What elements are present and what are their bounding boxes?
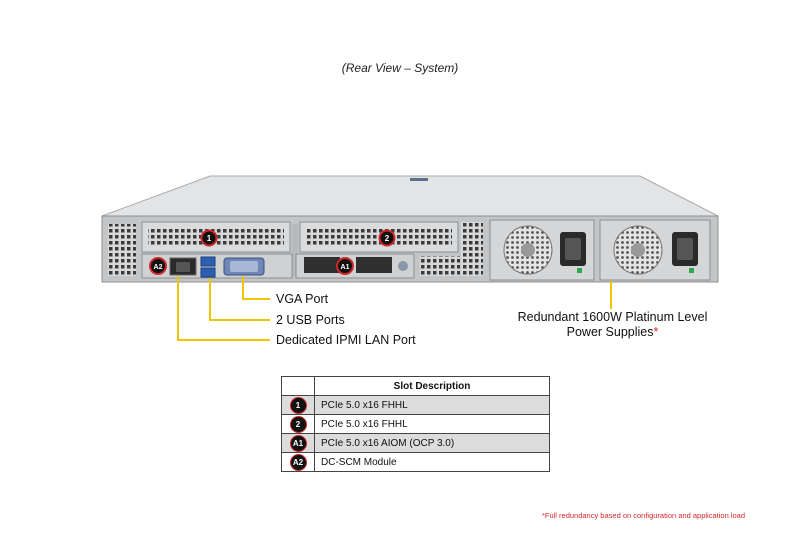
footnote: *Full redundancy based on configuration … — [541, 511, 745, 520]
left-vent — [108, 224, 136, 276]
row-badge: 1 — [289, 396, 307, 414]
table-row: 2 PCIe 5.0 x16 FHHL — [281, 414, 550, 434]
slot-description-table: Slot Description 1 PCIe 5.0 x16 FHHL 2 P… — [281, 376, 550, 472]
svg-text:A1: A1 — [341, 264, 350, 271]
slot-badge-2: 2 — [378, 229, 396, 247]
psu-label-line2: Power Supplies* — [566, 325, 659, 339]
callout-lines — [177, 276, 612, 341]
row-badge: A1 — [289, 434, 307, 452]
slot-badge-1: 1 — [200, 229, 218, 247]
row-description: PCIe 5.0 x16 FHHL — [314, 395, 550, 415]
callout-vga-port: VGA Port — [276, 292, 329, 306]
table-row: A1 PCIe 5.0 x16 AIOM (OCP 3.0) — [281, 433, 550, 453]
row-badge: A2 — [289, 453, 307, 471]
row-badge: 2 — [289, 415, 307, 433]
row-description: DC-SCM Module — [314, 452, 550, 472]
callout-power-supplies: Redundant 1600W Platinum Level Power Sup… — [500, 310, 725, 340]
table-header-blank — [281, 376, 315, 396]
table-row: 1 PCIe 5.0 x16 FHHL — [281, 395, 550, 415]
slot-badge-a1: A1 — [336, 257, 354, 275]
table-header: Slot Description — [314, 376, 550, 396]
chassis-top-lid — [101, 175, 719, 217]
table-header-row: Slot Description — [281, 376, 550, 396]
row-description: PCIe 5.0 x16 FHHL — [314, 414, 550, 434]
svg-text:1: 1 — [207, 234, 212, 243]
table-row: A2 DC-SCM Module — [281, 452, 550, 472]
row-description: PCIe 5.0 x16 AIOM (OCP 3.0) — [314, 433, 550, 453]
svg-text:A2: A2 — [154, 264, 163, 271]
callout-ipmi-lan-port: Dedicated IPMI LAN Port — [276, 333, 416, 347]
callout-usb-ports: 2 USB Ports — [276, 313, 345, 327]
psu-asterisk: * — [653, 325, 659, 339]
psu-label-line1: Redundant 1600W Platinum Level — [517, 310, 708, 324]
usb-port-top — [200, 256, 216, 267]
slot-badge-a2: A2 — [149, 257, 167, 275]
caption: (Rear View – System) — [341, 61, 459, 75]
svg-text:2: 2 — [385, 234, 390, 243]
usb-port-bottom — [200, 267, 216, 278]
